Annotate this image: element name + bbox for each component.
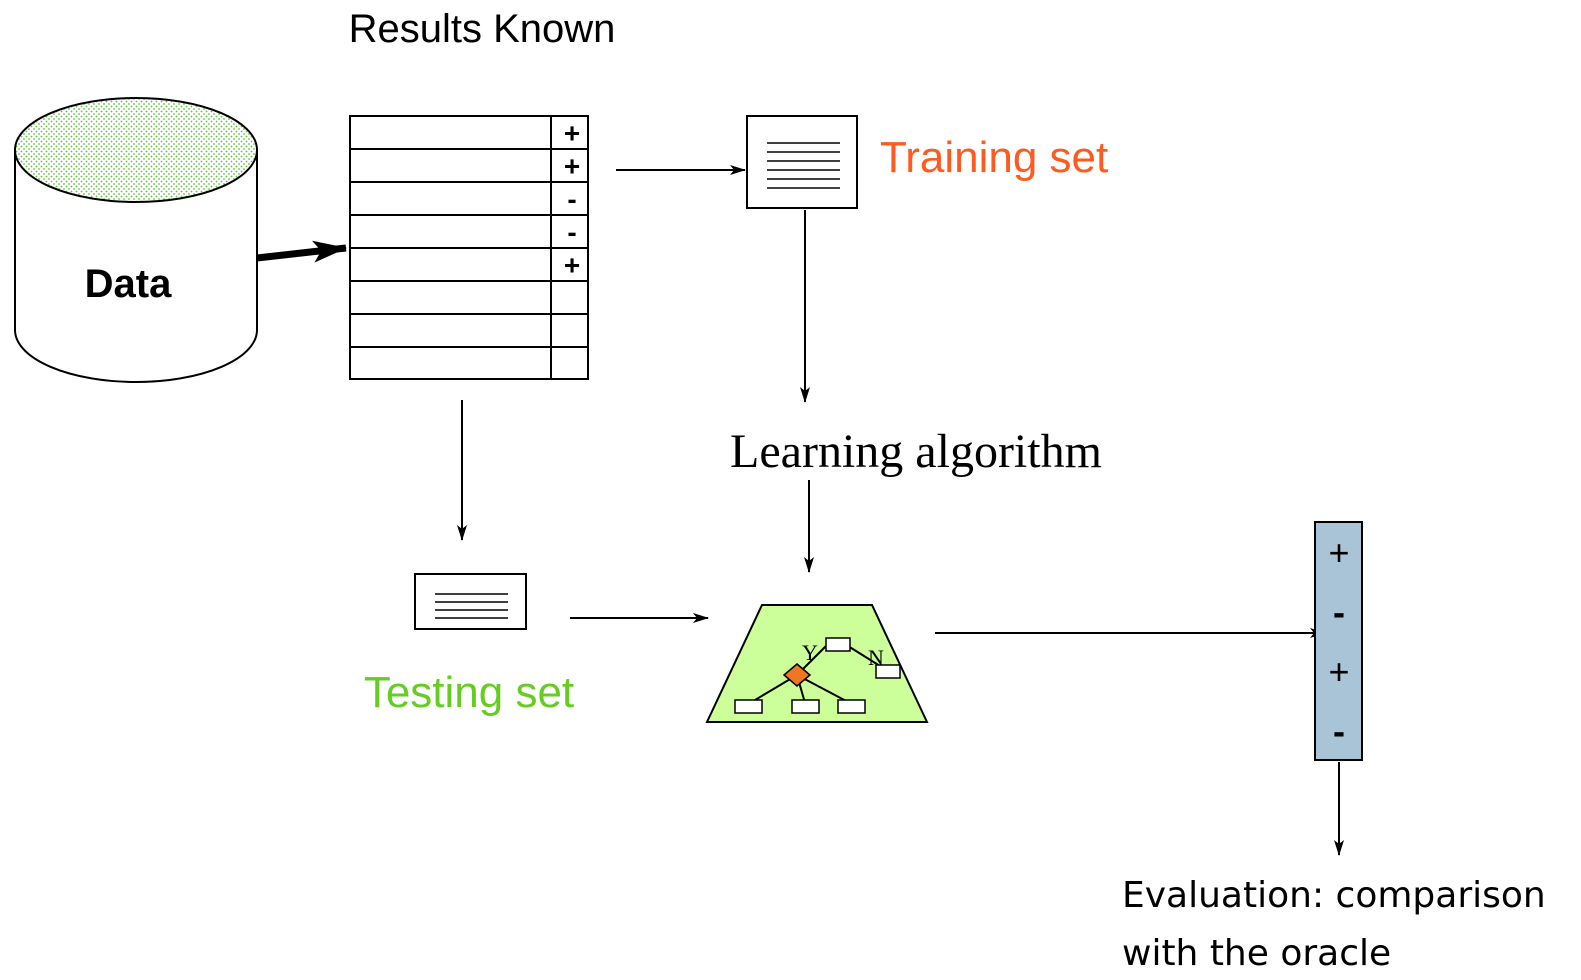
prediction-label: - [1333,710,1345,751]
evaluation-line-2: with the oracle [1122,933,1391,974]
data-label: Data [85,262,172,306]
learning-algorithm-label: Learning algorithm [730,425,1102,478]
tree-no-label: N [868,645,884,670]
testing-set-label: Testing set [364,668,574,717]
data-cylinder: Data [14,97,258,383]
tree-leaf-node [837,699,866,714]
evaluation-line-1: Evaluation: comparison [1122,875,1546,916]
testing-set-document [414,573,527,630]
predictions-column: + - + - [1314,521,1363,761]
tree-decision-node [782,663,812,687]
table-row-label: + [564,118,580,149]
data-cylinder-top [14,97,258,203]
results-known-title: Results Known [349,7,616,51]
tree-leaf-node [791,699,820,714]
table-row-label: + [564,250,580,281]
results-table: ++--+ [349,115,589,380]
prediction-label: + [1328,651,1349,692]
training-set-document [746,115,858,209]
table-row-label: - [567,217,576,248]
table-row-label: + [564,151,580,182]
data-to-table-arrow [256,240,347,263]
tree-leaf-node [875,664,901,679]
prediction-label: + [1328,532,1349,573]
tree-yes-label: Y [802,640,818,665]
tree-leaf-node [734,699,763,714]
decision-tree-model: Y N [705,604,929,723]
training-set-label: Training set [880,133,1108,182]
prediction-label: - [1333,591,1345,632]
table-row-label: - [567,184,576,215]
tree-leaf-node [825,637,851,652]
